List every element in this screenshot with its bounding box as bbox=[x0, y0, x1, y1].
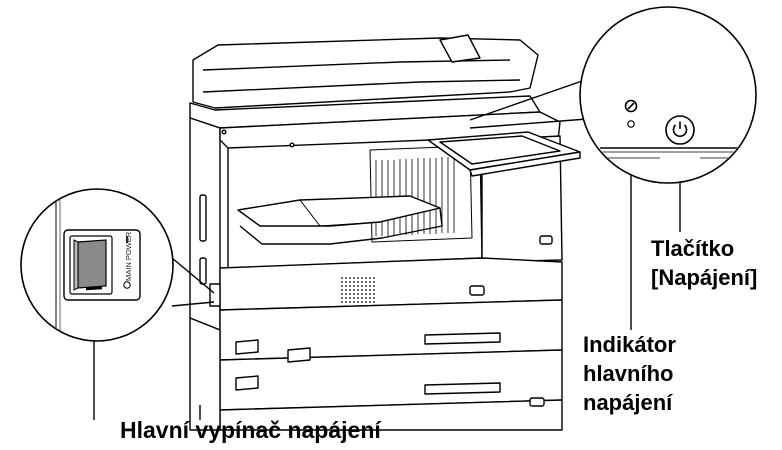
power-panel-zoom bbox=[580, 7, 770, 183]
main-power-indicator-led bbox=[628, 121, 634, 127]
main-switch-inset: MAIN POWER bbox=[21, 185, 173, 345]
main-power-indicator-label: Indikátor hlavního napájení bbox=[583, 330, 676, 417]
copier-body bbox=[190, 35, 580, 430]
main-power-plate-label: MAIN POWER bbox=[124, 231, 133, 281]
power-button[interactable] bbox=[666, 116, 694, 144]
main-switch-label: Hlavní vypínač napájení bbox=[120, 416, 381, 445]
power-button-label: Tlačítko [Napájení] bbox=[651, 234, 757, 292]
